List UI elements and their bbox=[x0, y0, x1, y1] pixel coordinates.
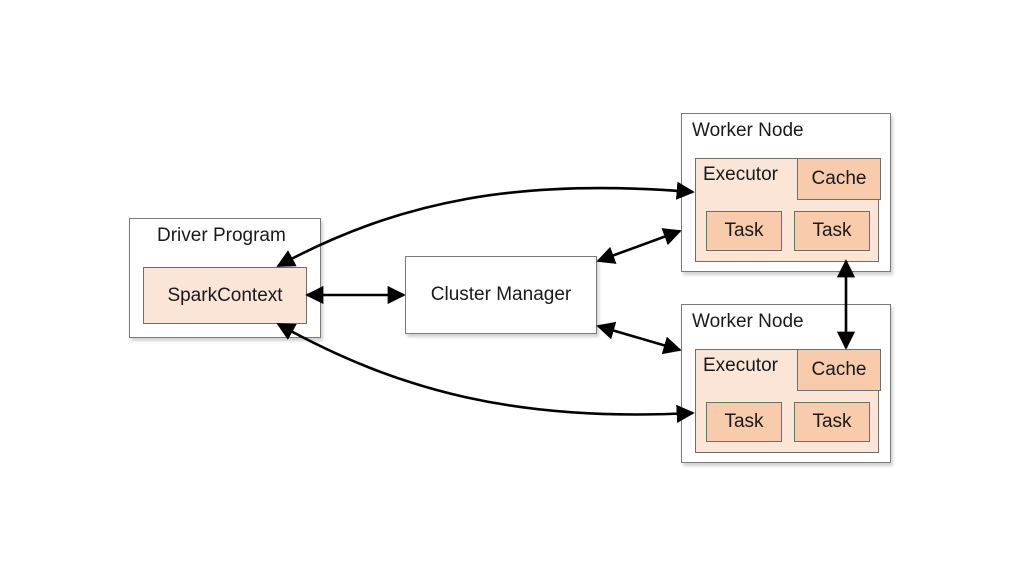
executor-label: Executor bbox=[703, 164, 778, 185]
task-label: Task bbox=[724, 411, 764, 432]
executor-box: Executor Cache Task Task bbox=[695, 157, 881, 262]
task-box: Task bbox=[706, 211, 782, 251]
worker-node-2: Worker Node Executor Cache Task Task bbox=[681, 304, 891, 463]
worker-node-1: Worker Node Executor Cache Task Task bbox=[681, 113, 891, 272]
task-label: Task bbox=[812, 411, 852, 432]
arrow-driver-worker1 bbox=[276, 181, 695, 268]
spark-context-box: SparkContext bbox=[143, 267, 307, 324]
worker-node-title: Worker Node bbox=[692, 120, 804, 141]
cache-label: Cache bbox=[811, 358, 867, 380]
task-box: Task bbox=[794, 402, 870, 442]
cluster-manager-box: Cluster Manager bbox=[405, 256, 597, 334]
executor-box: Executor Cache Task Task bbox=[695, 348, 881, 453]
task-label: Task bbox=[812, 220, 852, 241]
driver-program-title: Driver Program bbox=[157, 225, 286, 246]
cache-box: Cache bbox=[797, 157, 881, 200]
task-box: Task bbox=[706, 402, 782, 442]
arrow-cluster-worker2 bbox=[596, 321, 682, 355]
arrow-driver-worker2 bbox=[276, 322, 695, 423]
spark-context-label: SparkContext bbox=[167, 284, 283, 306]
cache-label: Cache bbox=[811, 167, 867, 189]
task-box: Task bbox=[794, 211, 870, 251]
cluster-manager-label: Cluster Manager bbox=[430, 284, 572, 305]
arrow-cluster-worker1 bbox=[596, 228, 682, 264]
executor-label: Executor bbox=[703, 355, 778, 376]
worker-node-title: Worker Node bbox=[692, 311, 804, 332]
task-label: Task bbox=[724, 220, 764, 241]
